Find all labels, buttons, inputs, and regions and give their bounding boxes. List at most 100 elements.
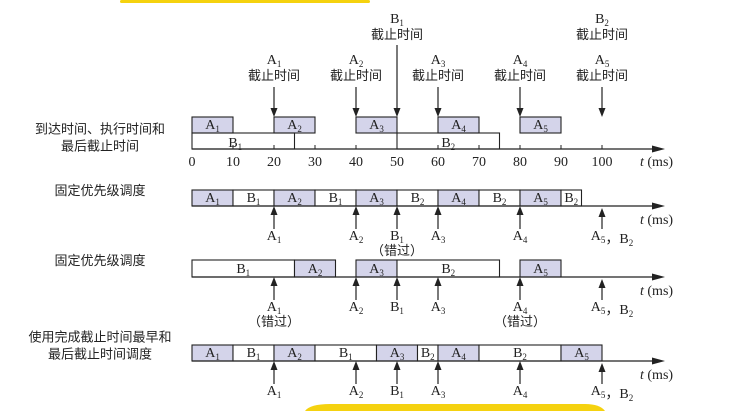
deadline-label: A2 — [349, 229, 364, 245]
deadline-arrow-icon — [393, 361, 401, 370]
segment-label: A3 — [369, 262, 384, 278]
highlight-bar-bottom — [305, 404, 605, 411]
deadline-label: A1 — [267, 53, 282, 69]
deadline-arrow-icon — [352, 206, 360, 215]
deadline-label: A3 — [431, 229, 446, 245]
task-a-label: A3 — [369, 118, 384, 134]
row-title: 到达时间、执行时间和 — [35, 123, 165, 138]
deadline-label: A1 — [267, 300, 282, 316]
deadline-label: B1 — [390, 12, 404, 28]
deadline-label: A1 — [267, 229, 282, 245]
time-axis-arrow-icon — [652, 202, 665, 210]
deadline-arrow-icon — [270, 361, 278, 370]
segment-label: A4 — [451, 346, 466, 362]
segment-label: A5 — [533, 191, 548, 207]
row-title: 使用完成截止时间最早和 — [28, 330, 171, 346]
deadline-arrow-icon — [434, 361, 442, 370]
deadline-word: 截止时间 — [494, 69, 546, 84]
deadline-label: B1 — [390, 229, 404, 245]
task-a-bar — [519, 116, 562, 134]
segment-label: B2 — [411, 191, 425, 207]
deadline-arrow-icon — [598, 279, 606, 288]
deadline-arrow-icon — [516, 108, 524, 117]
task-b-bar — [191, 132, 296, 150]
deadline-label: A2 — [349, 384, 364, 400]
deadline-label: A3 — [431, 53, 446, 69]
task-a-label: A5 — [533, 118, 548, 134]
segment-label: A4 — [451, 191, 466, 207]
deadline-arrow-icon — [516, 277, 524, 286]
deadline-arrow-icon — [270, 108, 278, 117]
segment-label: B2 — [513, 346, 527, 362]
tick-label: 10 — [226, 155, 240, 170]
axis-label: t (ms) — [640, 213, 673, 228]
segment-label: B1 — [339, 346, 353, 362]
segment-label: B1 — [247, 191, 261, 207]
task-a-label: A1 — [205, 118, 220, 134]
row-title: 最后截止时间 — [61, 140, 139, 155]
tick-label: 100 — [592, 155, 613, 170]
time-axis-arrow-icon — [652, 273, 665, 281]
deadline-label: A3 — [431, 384, 446, 400]
segment-label: B1 — [236, 262, 250, 278]
deadline-arrow-icon — [434, 206, 442, 215]
axis-label: t (ms) — [640, 155, 673, 170]
segment-label: B1 — [247, 346, 261, 362]
deadline-arrow-icon — [434, 108, 442, 117]
missed-label: （错过） — [248, 315, 300, 330]
segment-label: A2 — [287, 346, 302, 362]
deadline-word: 截止时间 — [330, 69, 382, 84]
highlight-bar-top — [120, 0, 370, 3]
deadline-label: A1 — [267, 384, 282, 400]
deadline-arrow-icon — [598, 363, 606, 372]
deadline-arrow-icon — [393, 108, 401, 117]
row-title: 最后截止时间调度 — [48, 347, 152, 363]
segment-label: B2 — [493, 191, 507, 207]
deadline-arrow-icon — [270, 206, 278, 215]
deadline-arrow-icon — [598, 108, 606, 117]
tick-label: 0 — [189, 155, 196, 170]
deadline-label: A4 — [513, 384, 528, 400]
tick-label: 30 — [308, 155, 322, 170]
task-a-bar — [355, 116, 398, 134]
tick-label: 60 — [431, 155, 445, 170]
segment-label: A5 — [574, 346, 589, 362]
axis-label: t (ms) — [640, 368, 673, 383]
task-b-label: B2 — [441, 136, 455, 152]
tick-label: 90 — [554, 155, 568, 170]
segment-label: B2 — [441, 262, 455, 278]
deadline-arrow-icon — [270, 277, 278, 286]
deadline-word: 截止时间 — [248, 69, 300, 84]
segment-label: A5 — [533, 262, 548, 278]
tick-label: 20 — [267, 155, 281, 170]
segment-label: A1 — [205, 191, 220, 207]
deadline-label: A5，B2 — [591, 384, 633, 403]
deadline-label: A4 — [513, 229, 528, 245]
missed-label: （错过） — [371, 244, 423, 259]
deadline-arrow-icon — [434, 277, 442, 286]
deadline-arrow-icon — [393, 206, 401, 215]
deadline-arrow-icon — [516, 206, 524, 215]
deadline-word: 截止时间 — [412, 69, 464, 84]
segment-label: B2 — [421, 346, 435, 362]
tick-label: 40 — [349, 155, 363, 170]
deadline-label: A4 — [513, 300, 528, 316]
deadline-label: A3 — [431, 300, 446, 316]
deadline-arrow-icon — [352, 277, 360, 286]
segment-label: A3 — [369, 191, 384, 207]
tick-label: 80 — [513, 155, 527, 170]
segment-label: A2 — [287, 191, 302, 207]
deadline-arrow-icon — [598, 208, 606, 217]
row-title: 固定优先级调度 — [54, 183, 145, 199]
segment-label: B2 — [564, 191, 578, 207]
segment-label: A1 — [205, 346, 220, 362]
deadline-arrow-icon — [516, 361, 524, 370]
deadline-label: A4 — [513, 53, 528, 69]
deadline-label: B1 — [390, 384, 404, 400]
missed-label: （错过） — [494, 315, 546, 330]
task-b-label: B1 — [228, 136, 242, 152]
deadline-arrow-icon — [352, 361, 360, 370]
segment-label: A3 — [390, 346, 405, 362]
deadline-label: A2 — [349, 300, 364, 316]
